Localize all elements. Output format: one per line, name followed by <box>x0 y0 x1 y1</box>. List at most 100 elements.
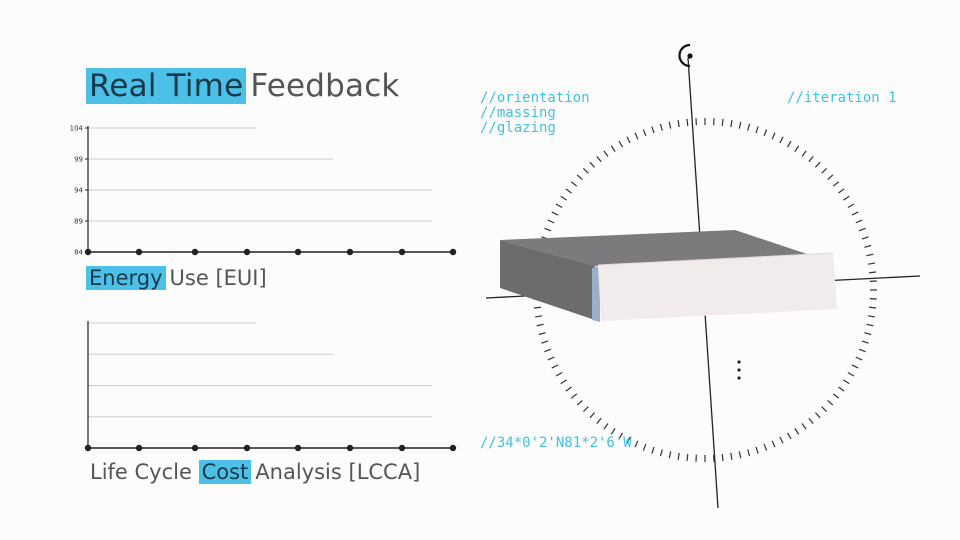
compass-tick <box>832 181 840 187</box>
eui-chart: 104 99 94 89 84 <box>70 125 457 257</box>
compass-tick <box>677 452 680 460</box>
compass-tick <box>794 145 800 152</box>
compass-tick <box>801 423 807 430</box>
compass-tick <box>847 371 855 377</box>
compass-tick <box>544 348 552 353</box>
compass-tick <box>855 356 863 361</box>
x-point <box>449 248 457 256</box>
compass-tick <box>634 132 639 140</box>
compass-tick <box>582 406 589 413</box>
compass-tick <box>535 315 543 318</box>
x-point <box>243 248 251 256</box>
compass-tick <box>686 454 689 462</box>
x-point <box>294 248 302 256</box>
compass-tick <box>786 140 792 148</box>
compass-tick <box>610 145 616 152</box>
compass-tick <box>618 140 624 148</box>
y-tick-label: 99 <box>74 156 83 164</box>
compass-tick <box>851 211 859 216</box>
massing-front-face <box>598 253 837 321</box>
compass-tick <box>560 195 567 201</box>
tag-orientation: //orientation <box>480 90 590 106</box>
compass-tick <box>589 412 596 419</box>
lcca-label-pre: Life Cycle <box>90 460 192 484</box>
compass-tick <box>794 428 800 435</box>
eui-label-rest: Use [EUI] <box>169 266 267 290</box>
compass-tick <box>565 188 572 194</box>
compass-tick <box>867 315 875 318</box>
building-massing[interactable] <box>500 230 837 322</box>
compass-tick <box>589 161 596 168</box>
compass-tick <box>626 136 631 144</box>
compass-tick <box>866 323 874 327</box>
compass-tick <box>738 451 742 459</box>
compass-tick <box>858 348 866 353</box>
compass-tick <box>861 340 869 344</box>
compass-tick <box>686 118 689 126</box>
north-marker-icon[interactable] <box>678 43 693 68</box>
y-tick-label: 89 <box>74 218 83 226</box>
compass-tick <box>827 174 834 181</box>
compass-tick <box>582 167 589 174</box>
x-point <box>398 248 406 256</box>
compass-tick <box>555 203 563 209</box>
compass-tick <box>814 161 821 168</box>
compass-tick <box>659 449 663 457</box>
iteration-label: //iteration 1 <box>787 90 897 106</box>
compass-tick <box>747 449 751 457</box>
more-options-icon[interactable] <box>737 360 741 380</box>
compass-tick <box>536 323 544 327</box>
massing-shadow-face <box>500 240 595 320</box>
x-point <box>346 444 354 452</box>
compass-tick <box>866 253 874 257</box>
x-point <box>135 248 143 256</box>
compass-tick <box>869 306 877 309</box>
x-point <box>84 444 92 452</box>
compass-tick <box>786 432 792 440</box>
compass-tick <box>864 244 872 248</box>
compass-tick <box>603 423 609 430</box>
compass-tick <box>730 120 733 128</box>
compass-tick <box>763 443 768 451</box>
compass-tick <box>596 155 602 163</box>
massing-top-face <box>500 230 810 266</box>
x-point <box>135 444 143 452</box>
compass-tick <box>551 211 559 216</box>
lcca-chart <box>84 321 457 452</box>
x-point <box>243 444 251 452</box>
compass-tick <box>730 452 733 460</box>
y-tick-label: 84 <box>74 249 83 257</box>
y-tick-label: 104 <box>70 125 84 133</box>
compass-tick <box>832 393 840 399</box>
tag-massing: //massing <box>480 105 556 121</box>
compass-tick <box>821 167 828 174</box>
lcca-label-rest: Analysis [LCCA] <box>255 460 421 484</box>
compass-tick <box>677 120 680 128</box>
compass-tick <box>596 417 602 425</box>
compass-tick <box>755 446 759 454</box>
compass-tick <box>838 386 845 392</box>
compass-tick <box>538 332 546 336</box>
tag-glazing: //glazing <box>480 120 556 136</box>
x-point <box>398 444 406 452</box>
compass-tick <box>547 219 555 224</box>
compass-tick <box>861 236 869 240</box>
compass-tick <box>779 136 784 144</box>
x-point <box>191 248 199 256</box>
compass-tick <box>827 399 834 406</box>
compass-tick <box>847 203 855 209</box>
compass-tick <box>855 219 863 224</box>
compass-tick <box>843 379 850 385</box>
y-tick-label: 94 <box>74 187 83 195</box>
compass-tick <box>755 126 759 134</box>
compass-tick <box>867 262 875 265</box>
compass-tick <box>659 123 663 131</box>
compass-tick <box>738 121 742 129</box>
compass-tick <box>570 393 578 399</box>
compass-tick <box>808 417 814 425</box>
